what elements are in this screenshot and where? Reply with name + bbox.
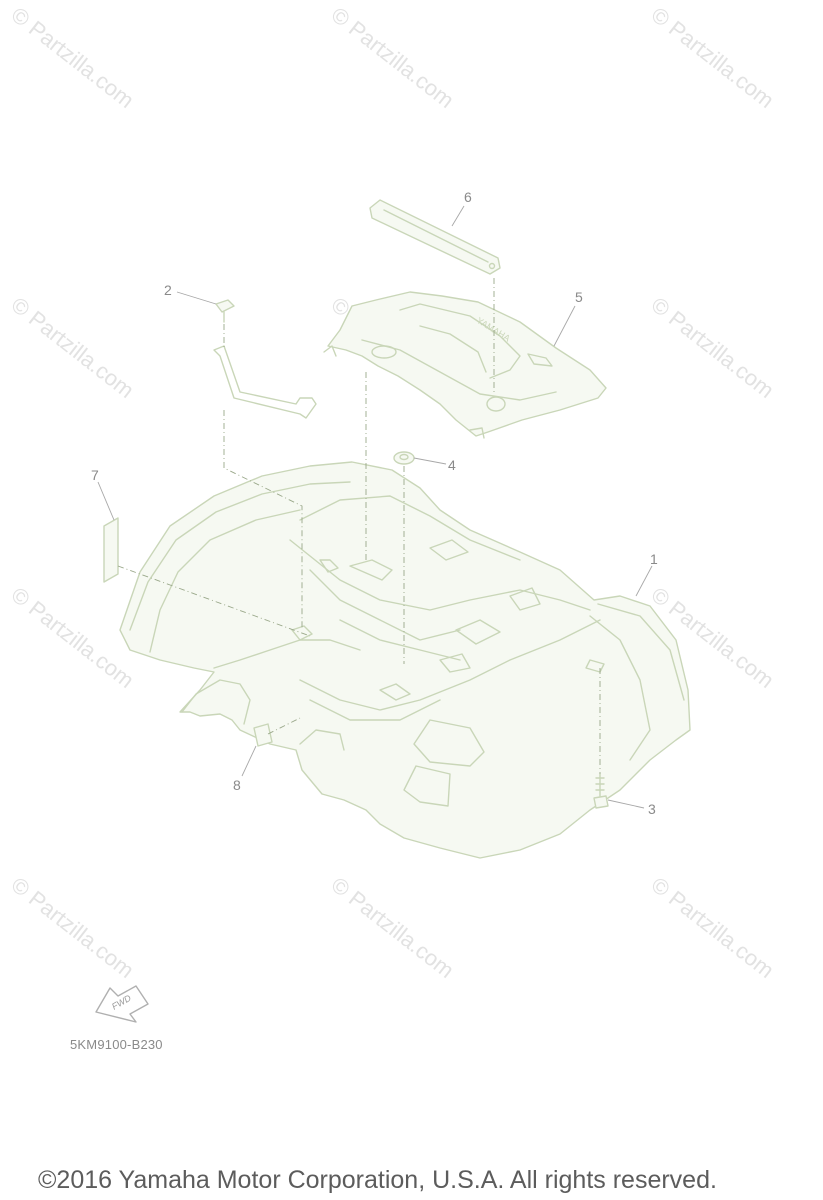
callout-5: 5 (575, 289, 583, 305)
part-2-bolt (215, 299, 235, 323)
callout-leader (413, 457, 447, 465)
callout-6: 6 (464, 189, 472, 205)
callout-7: 7 (91, 467, 99, 483)
part-4-grommet (393, 451, 415, 465)
callout-4: 4 (448, 457, 456, 473)
callout-leader (451, 205, 465, 227)
callout-leader (241, 745, 257, 777)
part-7-reflector (103, 517, 119, 583)
callout-leader (176, 291, 217, 305)
diagram-code: 5KM9100-B230 (70, 1037, 163, 1052)
callout-leader (553, 305, 576, 347)
assembly-line (267, 717, 301, 735)
callout-8: 8 (233, 777, 241, 793)
callout-leader (97, 481, 115, 521)
part-6-grab-strap (369, 199, 501, 275)
part-8-clip (253, 723, 273, 747)
callout-2: 2 (164, 282, 172, 298)
fwd-label: FWD (110, 993, 133, 1012)
callout-1: 1 (650, 551, 658, 567)
part-3-screw (593, 773, 609, 809)
part-1-rear-fender (119, 461, 691, 859)
bracket (213, 345, 317, 419)
assembly-line (223, 410, 303, 628)
part-5-rear-cover: YAMAHA (323, 291, 607, 439)
assembly-line (117, 565, 311, 637)
callout-3: 3 (648, 801, 656, 817)
callout-leader (635, 565, 653, 597)
fwd-arrow-icon: FWD (95, 985, 149, 1023)
callout-leader (607, 799, 645, 809)
copyright-text: ©2016 Yamaha Motor Corporation, U.S.A. A… (38, 1166, 717, 1194)
